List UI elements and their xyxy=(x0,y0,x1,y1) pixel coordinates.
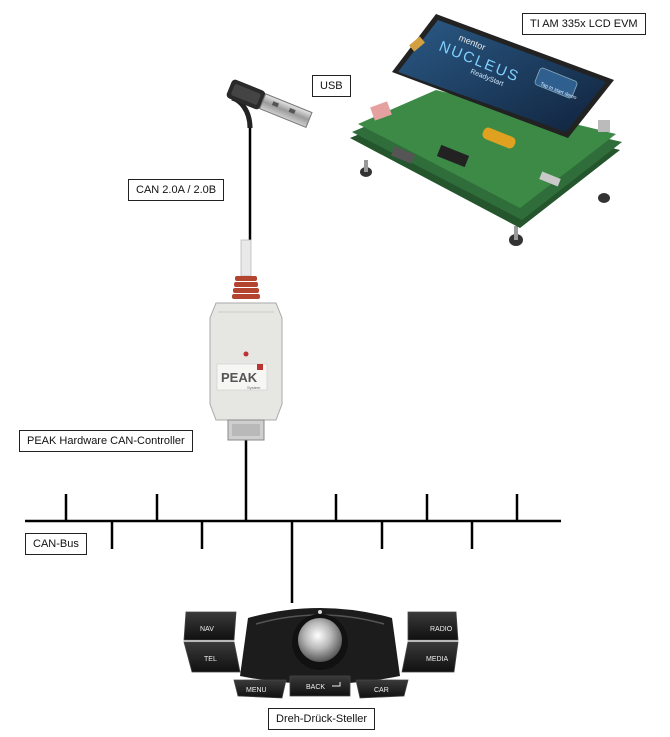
knob-btn-car: CAR xyxy=(374,687,389,694)
peak-adapter-image: PEAK System xyxy=(209,239,283,441)
label-can-version: CAN 2.0A / 2.0B xyxy=(128,179,225,201)
controller-image: NAV TEL RADIO MEDIA MENU BACK CAR xyxy=(183,608,459,699)
evm-board-image: mentor NUCLEUS ReadyStart Tap to start d… xyxy=(350,14,622,246)
knob-btn-menu: MENU xyxy=(246,687,267,694)
back-arrow-icon xyxy=(332,682,341,687)
knob-btn-radio: RADIO xyxy=(430,626,453,633)
label-can-bus: CAN-Bus xyxy=(25,533,87,555)
label-usb: USB xyxy=(312,75,351,97)
knob-btn-back: BACK xyxy=(306,684,325,691)
knob-btn-media: MEDIA xyxy=(426,656,449,663)
label-evm: TI AM 335x LCD EVM xyxy=(522,13,646,35)
knob-btn-tel: TEL xyxy=(204,656,217,663)
knob-btn-nav: NAV xyxy=(200,626,214,633)
peak-logo: PEAK xyxy=(221,370,258,385)
peak-logo-sub: System xyxy=(247,385,261,390)
usb-plug-image xyxy=(226,79,313,129)
label-peak-controller: PEAK Hardware CAN-Controller xyxy=(19,430,193,452)
label-controller: Dreh-Drück-Steller xyxy=(268,708,376,730)
connection-lines xyxy=(25,128,561,603)
